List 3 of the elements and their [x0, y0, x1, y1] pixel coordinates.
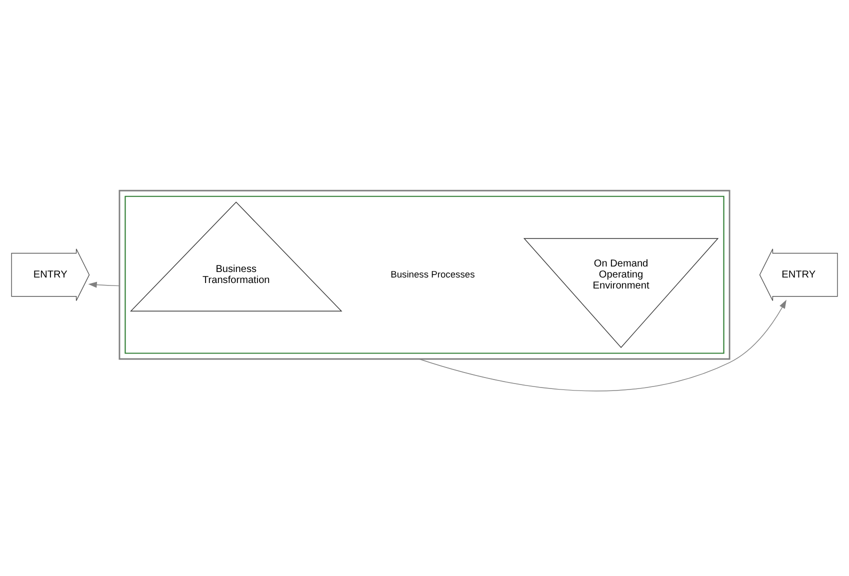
- arrow: [418, 300, 786, 392]
- label: Business Processes: [390, 269, 475, 280]
- arrow: [88, 282, 120, 288]
